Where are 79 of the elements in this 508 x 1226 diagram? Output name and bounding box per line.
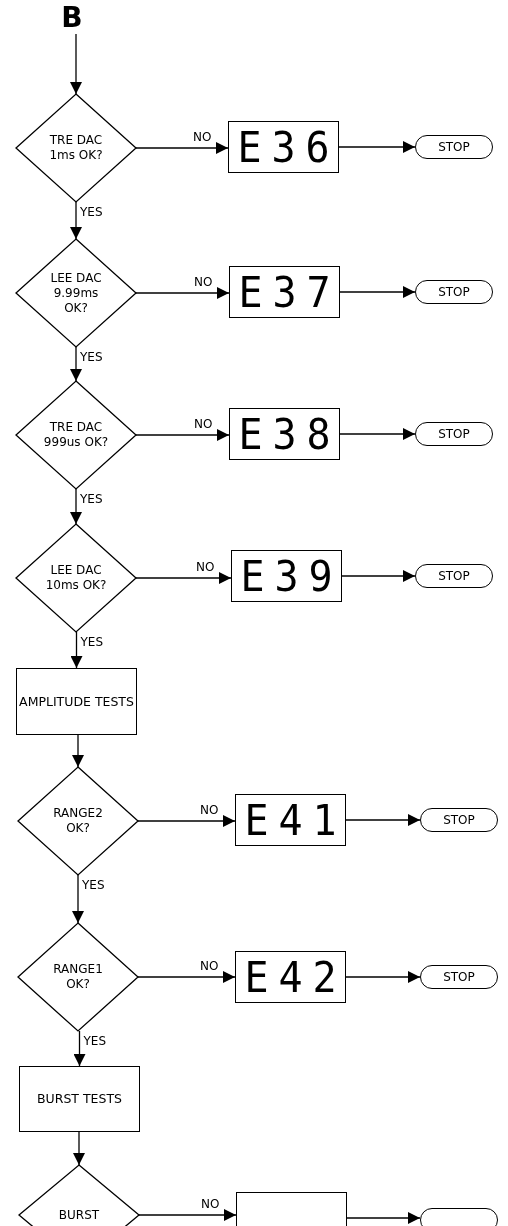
arrow: [346, 1212, 421, 1224]
arrow: [70, 488, 82, 525]
arrow: [135, 142, 229, 154]
arrow: [137, 815, 236, 827]
decision-diamond: [18, 923, 138, 1031]
stop-terminal: [420, 965, 498, 989]
decision-diamond: [18, 767, 138, 875]
error-code: E36: [236, 123, 340, 171]
edge-label: YES: [79, 636, 105, 649]
error-code: E37: [237, 268, 341, 316]
node-text: RANGE2 OK?: [52, 806, 104, 836]
error-display: [235, 794, 346, 846]
arrow: [72, 734, 84, 768]
error-display: [228, 121, 339, 173]
edge-label: NO: [193, 276, 214, 289]
node-text: TRE DAC 999us OK?: [42, 420, 110, 450]
error-code: E39: [239, 552, 343, 600]
edge-label: NO: [195, 561, 216, 574]
decision-diamond: [16, 524, 136, 632]
arrow: [138, 1209, 237, 1221]
arrow: [341, 570, 416, 582]
stop-terminal: [415, 135, 493, 159]
node-text: STOP: [438, 285, 470, 299]
process-box: [16, 668, 137, 735]
decision-diamond: [16, 94, 136, 202]
edge-label: YES: [79, 351, 104, 364]
arrow: [135, 572, 232, 584]
node-text: BURST: [57, 1207, 101, 1223]
edge-label: NO: [193, 418, 214, 431]
connector-letter: B: [61, 3, 83, 33]
decision-diamond: [16, 381, 136, 489]
error-code: E38: [237, 410, 341, 458]
node-text: STOP: [438, 140, 470, 154]
error-code: E41: [243, 796, 347, 844]
arrow: [135, 287, 230, 299]
stop-terminal: [420, 1208, 498, 1226]
arrow: [345, 971, 421, 983]
arrow: [73, 1030, 86, 1067]
arrow: [339, 286, 416, 298]
edge-label: YES: [79, 493, 104, 506]
edge-label: YES: [79, 206, 104, 219]
error-display: [231, 550, 342, 602]
node-text: AMPLITUDE TESTS: [19, 692, 134, 711]
edge-label: YES: [81, 879, 106, 892]
stop-terminal: [415, 422, 493, 446]
node-text: STOP: [443, 970, 475, 984]
arrow: [338, 141, 416, 153]
error-code: E42: [243, 953, 347, 1001]
node-text: STOP: [438, 569, 470, 583]
arrow: [73, 1131, 85, 1166]
node-text: TRE DAC 1ms OK?: [48, 133, 104, 163]
arrow: [137, 971, 236, 983]
error-display: [229, 266, 340, 318]
decision-diamond: [16, 239, 136, 347]
stop-terminal: [415, 280, 493, 304]
node-text: LEE DAC 9.99ms OK?: [49, 270, 103, 316]
node-text: LEE DAC 10ms OK?: [44, 563, 108, 593]
node-text: STOP: [443, 813, 475, 827]
arrow: [70, 346, 82, 382]
arrow: [345, 814, 421, 826]
arrow: [70, 631, 83, 669]
arrow: [135, 429, 230, 441]
edge-label: NO: [199, 804, 220, 817]
node-text: BURST TESTS: [37, 1090, 122, 1108]
arrow: [339, 428, 416, 440]
edge-label: NO: [192, 131, 213, 144]
node-text: STOP: [438, 427, 470, 441]
arrow: [70, 201, 82, 240]
edge-label: YES: [82, 1035, 108, 1048]
stop-terminal: [415, 564, 493, 588]
error-display: [235, 951, 346, 1003]
node-text: RANGE1 OK?: [52, 962, 104, 992]
error-display: [229, 408, 340, 460]
process-box: [19, 1066, 140, 1132]
edge-label: NO: [200, 1198, 221, 1211]
arrow: [70, 33, 82, 95]
edge-label: NO: [199, 960, 220, 973]
arrow: [72, 874, 84, 924]
stop-terminal: [420, 808, 498, 832]
